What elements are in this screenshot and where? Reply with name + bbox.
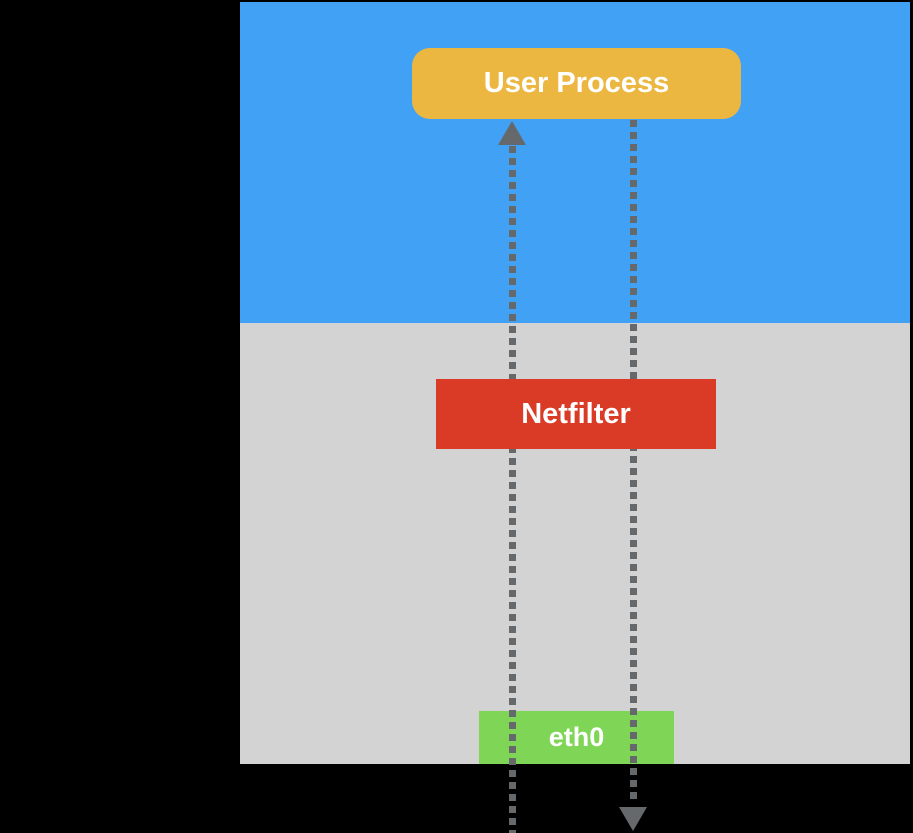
inbound-packet-line: [509, 146, 516, 833]
eth0-label: eth0: [548, 722, 605, 752]
user-process-label: User Process: [483, 67, 670, 99]
netfilter-node: Netfilter: [436, 379, 716, 449]
netfilter-label: Netfilter: [521, 397, 631, 430]
user-process-node: User Process: [412, 48, 741, 119]
outbound-packet-line: [630, 120, 637, 804]
arrow-down-icon: [619, 807, 647, 831]
arrow-up-icon: [498, 121, 526, 145]
